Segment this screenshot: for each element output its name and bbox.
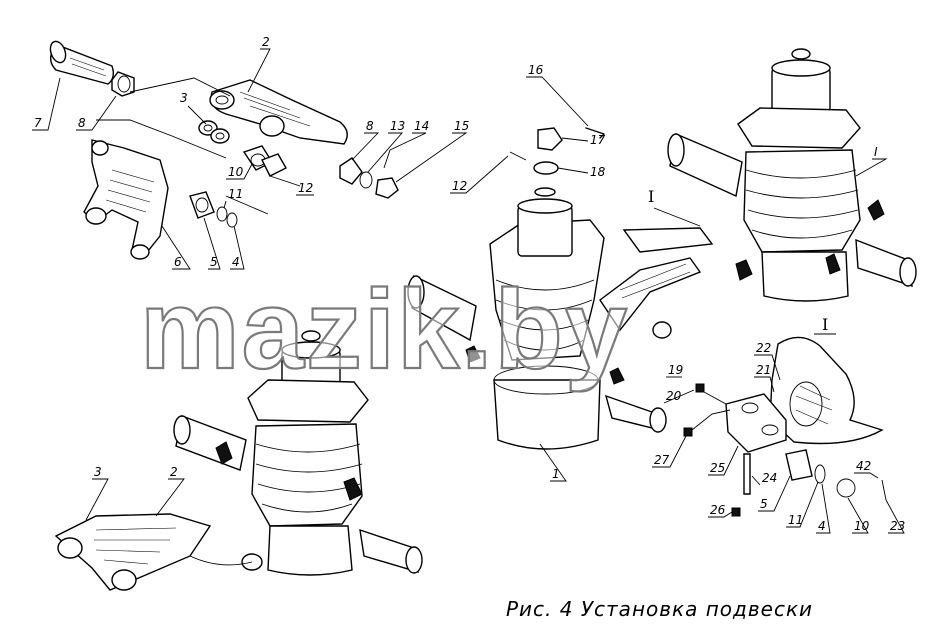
callout-14: 14 (414, 119, 429, 133)
callout-3-top: 3 (180, 91, 188, 105)
right-top-axle-assembly (667, 48, 917, 302)
callout-11-top: 11 (228, 187, 243, 201)
callout-24: 24 (762, 471, 777, 485)
callout-42: 42 (856, 459, 871, 473)
callout-7: 7 (34, 116, 42, 130)
detail-view-I (683, 336, 887, 517)
callout-20: 20 (666, 389, 682, 403)
callout-5-top: 5 (210, 255, 218, 269)
part-20-nut (695, 383, 705, 393)
callout-labels: 7 8 2 3 10 12 6 5 11 4 8 13 14 15 16 17 … (32, 35, 905, 534)
callout-16: 16 (528, 63, 544, 77)
part-5-bushing (785, 449, 813, 481)
callout-11-detail: 11 (788, 513, 803, 527)
callout-8-top: 8 (78, 116, 86, 130)
callout-26: 26 (710, 503, 726, 517)
part-11-ring (814, 464, 826, 484)
part-25-clamp (725, 393, 787, 453)
callout-4-detail: 4 (818, 519, 826, 533)
callout-5-detail: 5 (760, 497, 768, 511)
callout-8-right: 8 (366, 119, 374, 133)
callout-2-bottom: 2 (170, 465, 178, 479)
part-10-ring (836, 478, 856, 498)
callout-18: 18 (590, 165, 606, 179)
part-16-cotter-pin (585, 127, 605, 139)
callout-6: 6 (174, 255, 182, 269)
bottom-left-axle-assembly (54, 330, 423, 591)
part-18-washer (533, 161, 559, 175)
view-marker-I-detail: I (822, 315, 828, 334)
callout-17: 17 (590, 133, 606, 147)
part-8-13-14-15-hardware (339, 149, 399, 199)
callout-21-top: 21 (756, 363, 771, 377)
part-24-bolt (743, 453, 751, 495)
callout-19: 19 (668, 363, 683, 377)
callout-3-bottom: 3 (94, 465, 102, 479)
callout-1-top: I (874, 145, 878, 159)
callout-13: 13 (390, 119, 405, 133)
callout-12-top: 12 (298, 181, 313, 195)
figure-caption: Рис. 4 Установка подвески (506, 597, 813, 621)
callout-12-center: 12 (452, 179, 467, 193)
view-markers: I I (648, 187, 836, 335)
callout-2-top: 2 (262, 35, 270, 49)
callout-23: 23 (890, 519, 905, 533)
part-2-upper-lever (209, 79, 348, 145)
part-26-nut (731, 507, 741, 517)
callout-15: 15 (454, 119, 469, 133)
part-6-lower-bracket (83, 139, 169, 260)
callout-1-center: 1 (552, 467, 560, 481)
callout-25: 25 (710, 461, 725, 475)
central-axle-assembly (407, 127, 714, 450)
callout-4-top: 4 (232, 255, 240, 269)
callout-22: 22 (756, 341, 771, 355)
part-3-bushings (198, 120, 230, 144)
part-10-12-bushings (242, 145, 287, 177)
part-7-pin (49, 40, 115, 85)
watermark: mazik.by (140, 267, 629, 392)
callout-10-top: 10 (228, 165, 244, 179)
part-23-bolt (881, 479, 887, 501)
callout-27: 27 (654, 453, 670, 467)
part-5-11-4-rings (189, 191, 238, 228)
part-12-bolt (509, 151, 527, 161)
part-27-nut (683, 427, 693, 437)
part-17-nut (537, 127, 563, 151)
part-8-bushing (111, 71, 135, 97)
view-marker-I-top: I (648, 187, 654, 206)
exploded-parts-group (49, 40, 399, 260)
